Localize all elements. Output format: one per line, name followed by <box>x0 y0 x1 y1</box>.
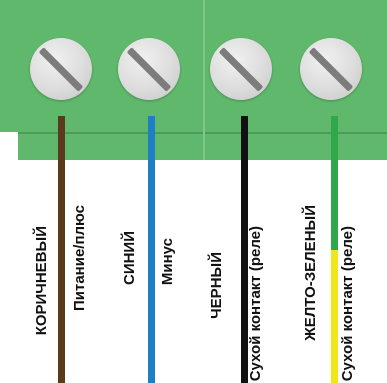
terminal-screw-1 <box>30 38 92 100</box>
wire-function-label-dry-contact-2: Сухой контакт (реле) <box>339 225 356 381</box>
wire-function-label-minus: Минус <box>159 237 176 285</box>
wire-color-label-brown: КОРИЧНЕВЫЙ <box>33 225 50 335</box>
screw-slot <box>218 46 264 92</box>
terminal-screw-4 <box>300 38 362 100</box>
terminal-block <box>0 0 387 160</box>
wire-blue <box>148 116 155 383</box>
wire-function-label-power-plus: Питание/плюс <box>71 204 88 311</box>
wire-yellow-segment <box>331 250 338 383</box>
screw-slot <box>38 46 84 92</box>
wire-function-label-dry-contact-1: Сухой контакт (реле) <box>247 225 264 381</box>
wire-color-label-black: ЧЕРНЫЙ <box>208 252 225 319</box>
wire-yellow-green <box>331 116 338 383</box>
wire-brown <box>58 116 65 383</box>
terminal-screw-3 <box>210 38 272 100</box>
wire-color-label-yellow-green: ЖЕЛТО-ЗЕЛЕНЫЙ <box>302 205 319 341</box>
terminal-block-seam <box>203 0 205 160</box>
terminal-block-ledge <box>18 132 387 160</box>
terminal-screw-2 <box>118 38 180 100</box>
wire-green-segment <box>331 116 338 250</box>
wire-color-label-blue: СИНИЙ <box>121 230 138 285</box>
screw-slot <box>308 46 354 92</box>
wire-black <box>241 116 248 383</box>
screw-slot <box>126 46 172 92</box>
